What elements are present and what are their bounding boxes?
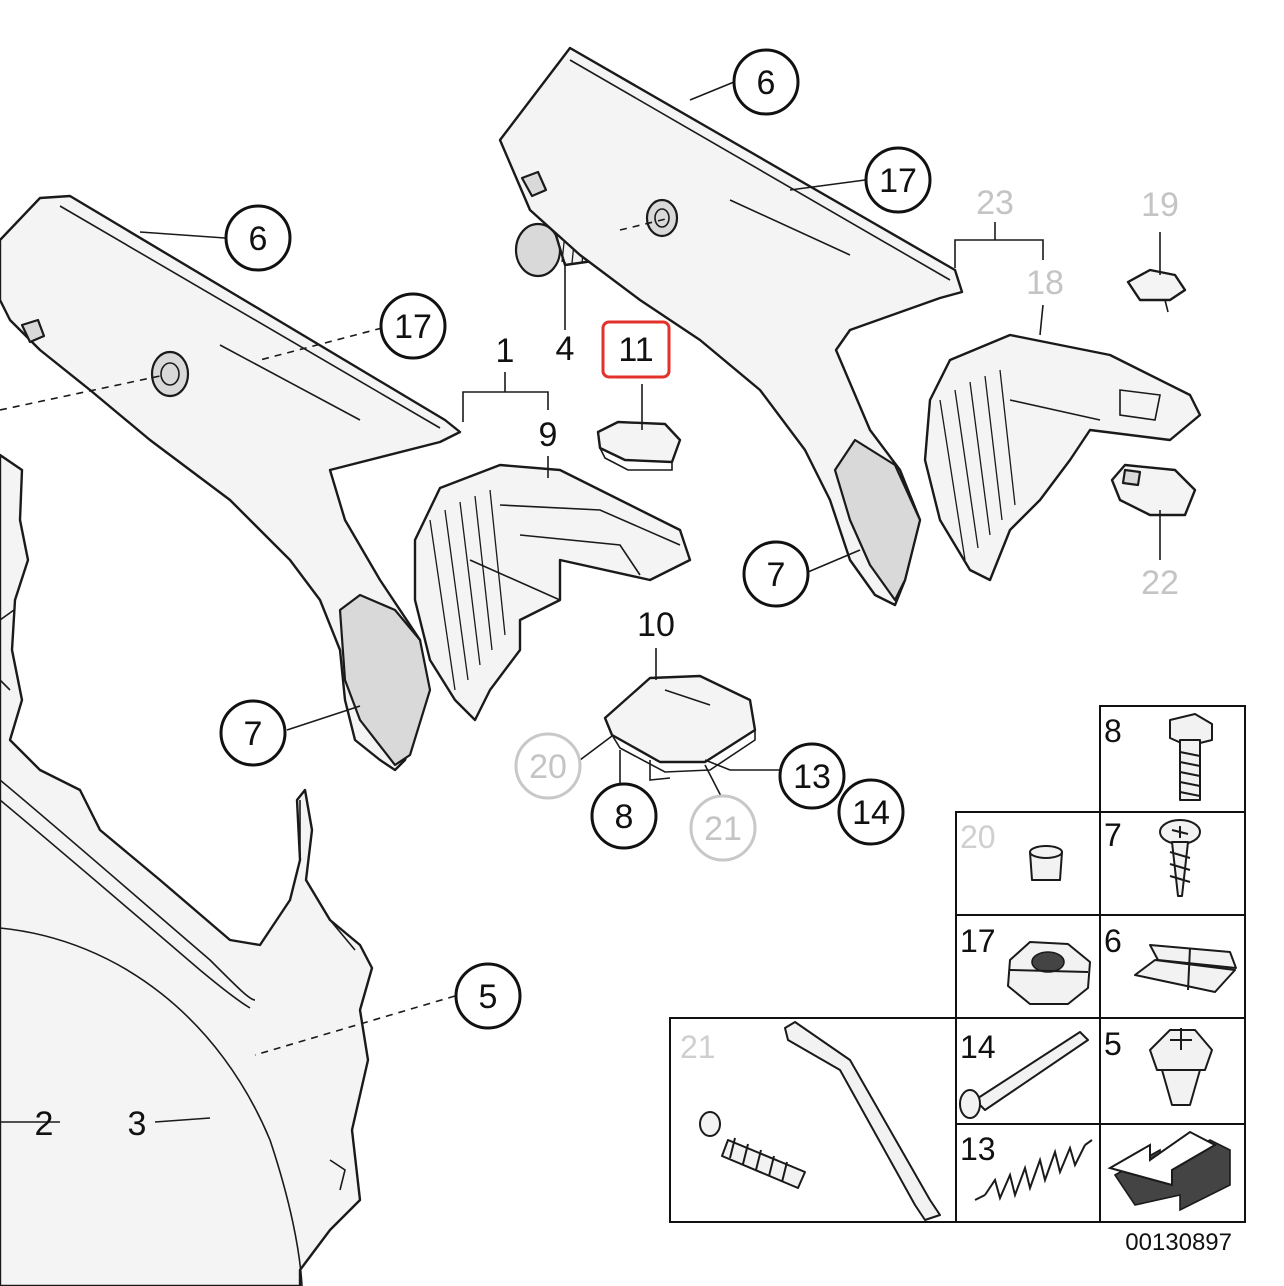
right-bracket-drawing [923,333,1202,582]
grid-cell-label: 8 [1104,713,1122,749]
reference-number: 00130897 [1125,1229,1232,1256]
callout-21[interactable]: 21 [689,794,757,862]
callout-20[interactable]: 20 [514,732,582,800]
grid-cell-21[interactable]: 21 [680,1021,941,1221]
left-trim-panel-drawing [0,194,462,772]
spring-icon [974,1139,1093,1201]
label-10: 10 [637,606,675,644]
grid-cell-14[interactable]: 14 [959,1029,1089,1119]
callout-label: 6 [249,220,268,258]
grid-cell-13[interactable]: 13 [960,1131,1093,1201]
label-4: 4 [556,330,575,368]
highlight-box-part-11[interactable] [601,320,671,379]
grid-cell-8[interactable]: 8 [1104,713,1213,801]
push-rivet-icon [1149,1028,1213,1106]
grid-cell-arrow[interactable] [1107,1130,1231,1212]
callout-label: 17 [879,162,917,200]
callout-label: 21 [704,810,742,848]
callout-8[interactable]: 8 [590,782,658,850]
left-bracket-drawing [413,463,692,722]
grid-cell-6[interactable]: 6 [1104,923,1237,993]
pin-icon [959,1031,1089,1119]
grid-cell-label: 20 [960,819,996,855]
hex-bolt-icon [1169,713,1213,801]
callout-6-left[interactable]: 6 [224,204,292,272]
parts-grid: 8 20 7 17 [669,705,1246,1223]
grid-cell-label: 13 [960,1131,996,1167]
callout-6-right[interactable]: 6 [732,48,800,116]
part-10-cover-drawing [603,674,757,781]
callout-label: 8 [615,798,634,836]
grid-cell-7[interactable]: 7 [1104,817,1201,897]
label-18: 18 [1026,264,1064,302]
label-3: 3 [128,1105,147,1143]
callout-5[interactable]: 5 [454,962,522,1030]
callout-label: 14 [852,794,890,832]
label-1: 1 [496,332,515,370]
callout-14[interactable]: 14 [837,778,905,846]
label-19: 19 [1141,186,1179,224]
direction-arrow-icon [1107,1130,1231,1212]
callout-label: 7 [244,715,263,753]
grid-cell-5[interactable]: 5 [1104,1026,1213,1106]
part-22-cover-drawing [1110,463,1197,517]
grid-cell-label: 5 [1104,1026,1122,1062]
side-panel-drawing [0,453,374,1286]
grid-cell-label: 7 [1104,817,1122,853]
callout-7-left[interactable]: 7 [219,699,287,767]
callout-label: 17 [394,308,432,346]
screw-icon [1159,819,1201,897]
cap-icon [1029,845,1063,881]
label-2: 2 [35,1105,54,1143]
rod-spring-icon [699,1021,941,1221]
callout-label: 5 [479,978,498,1016]
hex-nut-icon [1007,941,1091,1005]
grid-cell-label: 17 [960,923,996,959]
leader-lines [0,81,1161,1123]
clip-icon [1134,944,1237,993]
grid-cell-17[interactable]: 17 [960,923,1091,1005]
grid-cell-label: 21 [680,1029,716,1065]
callout-label: 6 [757,64,776,102]
label-22: 22 [1141,564,1179,602]
part-19-cap-drawing [1126,268,1187,313]
callout-label: 13 [793,758,831,796]
grid-cell-label: 6 [1104,923,1122,959]
highlighted-part-label: 11 [618,331,653,369]
callout-17-right[interactable]: 17 [864,146,932,214]
callout-label: 20 [529,748,567,786]
grid-cell-20[interactable]: 20 [960,819,1063,881]
grid-cell-label: 14 [960,1029,996,1065]
callout-13[interactable]: 13 [778,742,846,810]
part-11-cover-drawing [596,420,682,471]
callout-17-left[interactable]: 17 [379,292,447,360]
callout-label: 7 [767,556,786,594]
label-23: 23 [976,184,1014,222]
label-9: 9 [539,416,558,454]
callout-7-right[interactable]: 7 [742,540,810,608]
right-trim-panel-drawing [498,46,964,607]
